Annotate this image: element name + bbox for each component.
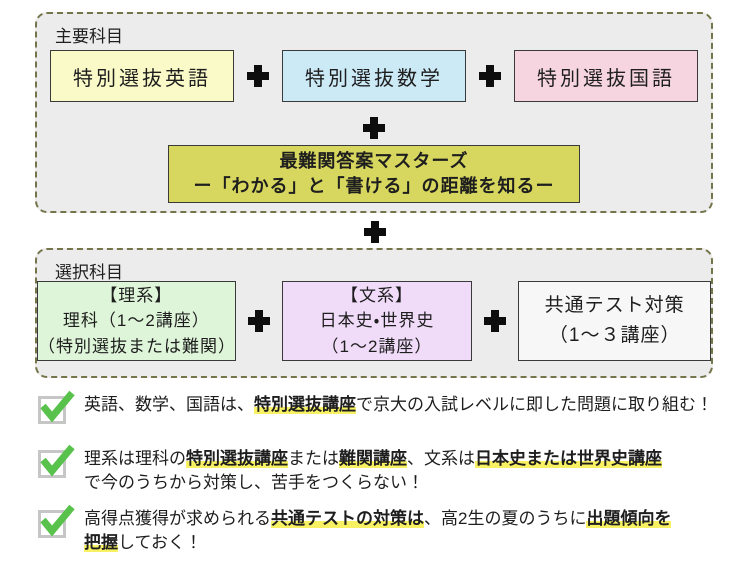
plus-icon [247, 65, 269, 87]
masters-title: 最難関答案マスターズ [279, 150, 469, 171]
course-line: （1～３講座） [548, 325, 681, 346]
checkmark-icon [38, 444, 75, 479]
course-line: 日本史・世界史 [319, 311, 435, 331]
elective-subjects-panel: 選択科目 【理系】 理科（1～2講座） （特別選抜または難関） 【文系】 日本史… [35, 248, 713, 378]
elective-courses-row: 【理系】 理科（1～2講座） （特別選抜または難関） 【文系】 日本史・世界史 … [37, 281, 711, 361]
note-item: 理系は理科の特別選抜講座または難関講座、文系は日本史または世界史講座 で今のうち… [38, 444, 728, 495]
note-highlight-segment: 特別選抜講座 [254, 395, 356, 414]
note-text-segment: 、文系は [407, 449, 475, 468]
course-box-science: 【理系】 理科（1～2講座） （特別選抜または難関） [37, 281, 236, 361]
note-text-segment: で今のうちから対策し、苦手をつくらない！ [84, 473, 424, 493]
note-text-segment: しておく！ [118, 533, 202, 553]
note-item: 英語、数学、国語は、特別選抜講座で京大の入試レベルに即した問題に取り組む！ [38, 390, 728, 425]
note-highlight-segment: 把握 [84, 533, 118, 553]
note-item: 高得点獲得が求められる共通テストの対策は、高2生の夏のうちに出題傾向を 把握して… [38, 505, 728, 555]
course-line: （特別選抜または難関） [38, 336, 236, 356]
note-text-segment: で京大の入試レベルに即した問題に取り組む！ [356, 395, 713, 414]
plus-icon [247, 310, 270, 332]
note-highlight-segment: 特別選抜講座 [186, 449, 288, 468]
notes-list: 英語、数学、国語は、特別選抜講座で京大の入試レベルに即した問題に取り組む！ 理系… [38, 390, 728, 576]
course-line: （1～2講座） [321, 336, 433, 356]
elective-subjects-label: 選択科目 [55, 263, 123, 282]
course-label: 特別選抜国語 [537, 67, 675, 90]
course-label: 特別選抜英語 [73, 67, 211, 90]
masters-subtitle: ー「わかる」と「書ける」の距離を知るー [193, 176, 555, 196]
note-text-segment: 英語、数学、国語は、 [84, 395, 254, 414]
note-highlight-segment: 共通テストの対策は [271, 509, 424, 529]
plus-icon [479, 65, 501, 87]
course-box-japanese: 特別選抜国語 [514, 50, 698, 102]
course-label: 特別選抜数学 [305, 67, 443, 90]
plus-icon [363, 117, 385, 139]
course-box-math: 特別選抜数学 [282, 50, 466, 102]
course-box-masters: 最難関答案マスターズ ー「わかる」と「書ける」の距離を知るー [168, 145, 580, 203]
note-highlight-segment: 出題傾向を [586, 509, 672, 529]
main-subjects-label: 主要科目 [55, 27, 123, 46]
note-text-segment: または [288, 449, 339, 468]
main-subjects-panel: 主要科目 特別選抜英語 特別選抜数学 特別選抜国語 最難関答案マスターズ ー「わ… [35, 12, 713, 213]
note-text-segment: 、高2生の夏のうちに [424, 509, 587, 529]
note-highlight-segment: 日本史または世界史講座 [475, 449, 662, 468]
course-line: 【文系】 [340, 285, 413, 305]
note-text: 高得点獲得が求められる共通テストの対策は、高2生の夏のうちに出題傾向を 把握して… [84, 505, 672, 555]
course-box-kyotsu-test: 共通テスト対策 （1～３講座） [518, 281, 711, 361]
course-line: 共通テスト対策 [544, 294, 685, 316]
plus-icon [484, 310, 507, 332]
main-courses-row: 特別選抜英語 特別選抜数学 特別選抜国語 [37, 50, 711, 102]
plus-icon [364, 221, 386, 243]
note-text: 理系は理科の特別選抜講座または難関講座、文系は日本史または世界史講座 で今のうち… [84, 445, 662, 495]
checkmark-icon [38, 390, 75, 425]
course-line: 理科（1～2講座） [62, 311, 210, 331]
checkmark-icon [38, 505, 75, 539]
note-text-segment: 理系は理科の [84, 449, 186, 468]
note-text: 英語、数学、国語は、特別選抜講座で京大の入試レベルに即した問題に取り組む！ [84, 391, 713, 417]
note-text-segment: 高得点獲得が求められる [84, 509, 271, 529]
note-highlight-segment: 難関講座 [339, 449, 407, 468]
course-box-history: 【文系】 日本史・世界史 （1～2講座） [281, 281, 473, 361]
course-line: 【理系】 [100, 285, 173, 305]
course-box-english: 特別選抜英語 [50, 50, 234, 102]
